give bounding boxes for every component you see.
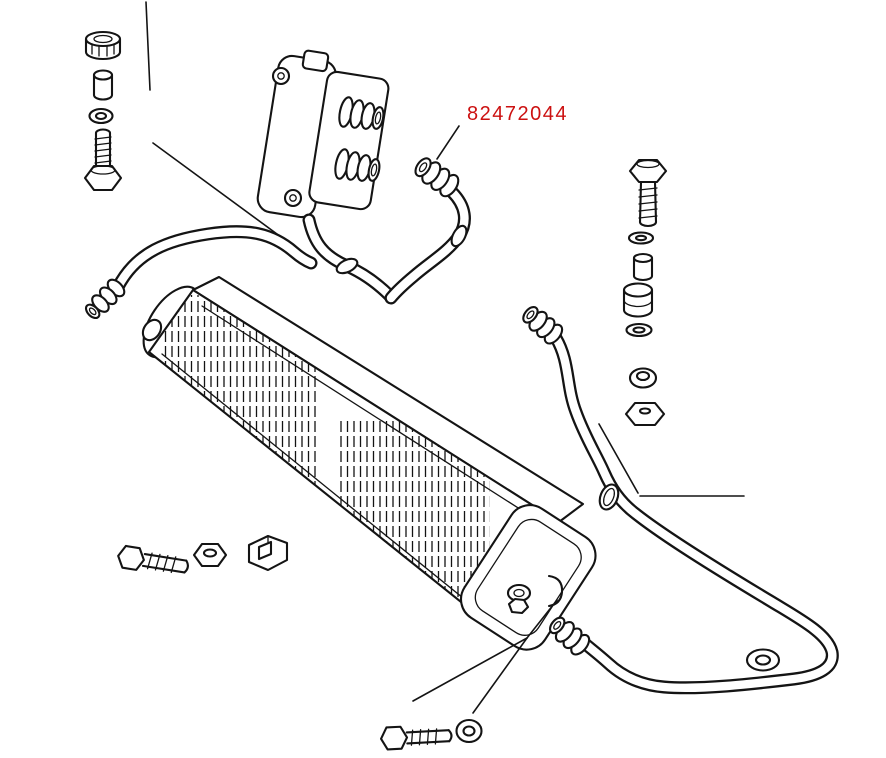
hose-82472044-fitting [414, 157, 460, 198]
washer-right-2 [625, 322, 653, 338]
nut-bottom-left [192, 542, 228, 568]
washer-bottom-center [455, 718, 483, 744]
lower-union-port [334, 148, 381, 182]
return-hose [522, 305, 839, 695]
washer-right-1 [627, 231, 655, 245]
bolt-bottom-left [117, 544, 189, 574]
return-hose-end-fitting [549, 616, 591, 656]
bolt-top-left [83, 128, 123, 192]
left-hose-end-fitting [84, 278, 126, 320]
return-hose-top-fitting [522, 305, 564, 345]
bottom-center-parts [379, 718, 483, 751]
leader-line-clamp [598, 423, 745, 497]
spacer-bushing [92, 69, 114, 101]
hose-82472044 [384, 157, 471, 305]
bolt-bottom-center [379, 725, 453, 751]
fastener-stack-right [622, 158, 668, 427]
mount-eyelet [745, 648, 781, 672]
oil-cooler [141, 275, 597, 651]
cooler-end-cap [459, 504, 597, 651]
fastener-stack-top-left [83, 30, 123, 192]
leader-line-top [145, 1, 297, 249]
housing-down-pipe [302, 213, 397, 303]
grommet-right [622, 282, 654, 318]
bolt-right [628, 158, 668, 228]
cooler-bracket-hook [547, 574, 564, 608]
plug-cap [84, 30, 122, 61]
ring-right [628, 367, 658, 389]
upper-union-port [338, 96, 385, 130]
spacer-right [632, 252, 654, 282]
leader-line-bottom [412, 599, 558, 714]
hose-clamp [598, 483, 620, 511]
washer-top-left [88, 107, 114, 125]
left-hose [84, 225, 318, 320]
cooler-outlet-port [506, 583, 532, 615]
nut-right [624, 401, 666, 427]
bottom-left-parts [117, 534, 289, 574]
clip-bracket [247, 534, 289, 572]
part-number-callout: 82472044 [436, 103, 568, 160]
part-number-label[interactable]: 82472044 [467, 103, 568, 125]
union-housing [256, 49, 390, 219]
